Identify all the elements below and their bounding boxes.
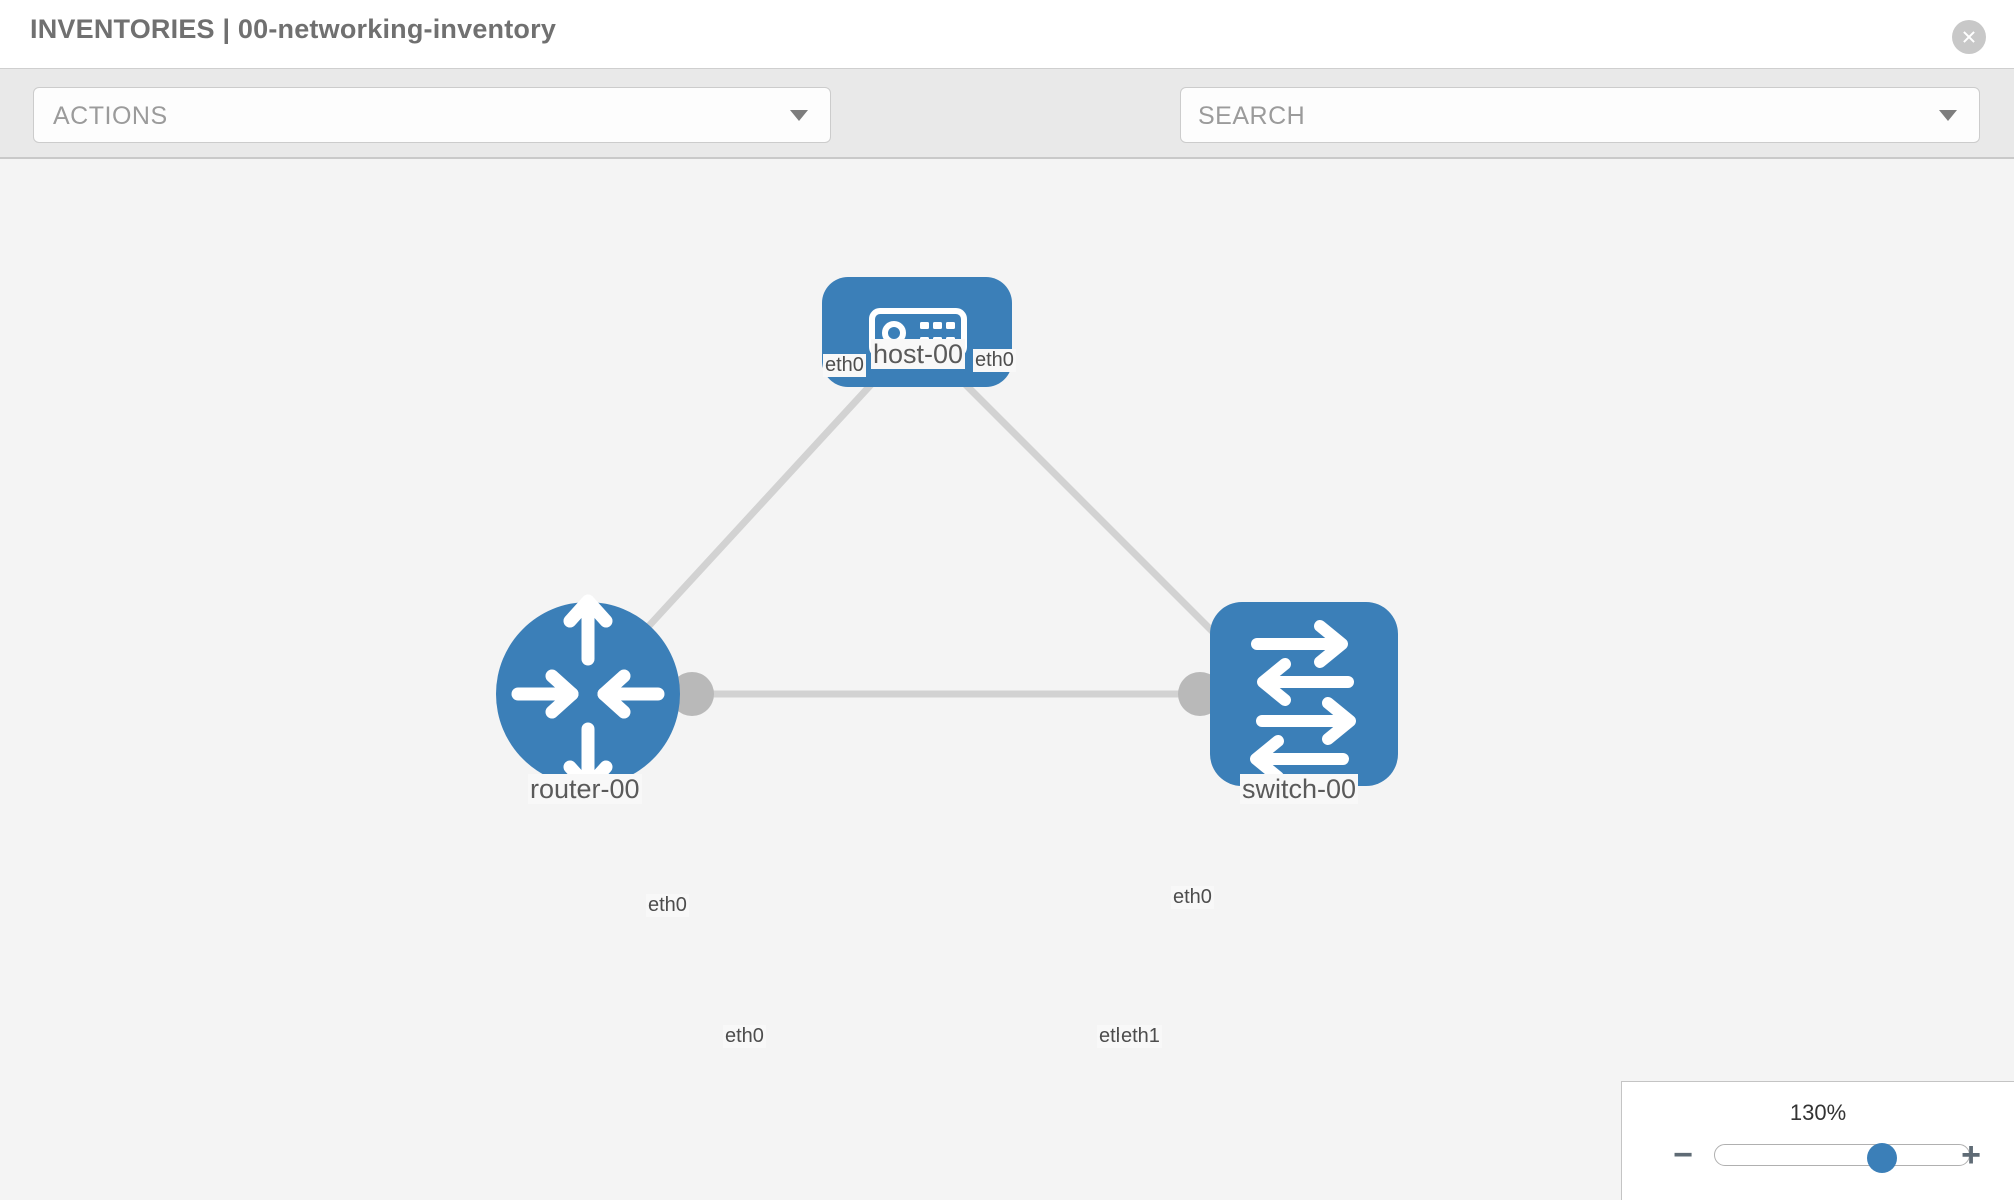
topology-links (597, 361, 1251, 698)
search-placeholder: SEARCH (1198, 102, 1306, 130)
topology-canvas[interactable]: host-00 router-00 switch-00 eth0 eth0 et… (0, 159, 2014, 1200)
search-input[interactable]: SEARCH (1180, 87, 1980, 143)
node-label-host-00[interactable]: host-00 (871, 339, 966, 369)
chevron-down-icon[interactable] (1939, 110, 1957, 121)
page-header: INVENTORIES | 00-networking-inventory (0, 0, 2014, 68)
zoom-control-panel: 130% − + (1621, 1081, 2014, 1200)
actions-dropdown[interactable]: ACTIONS (33, 87, 831, 143)
zoom-slider-thumb[interactable] (1867, 1143, 1897, 1173)
node-label-switch-00[interactable]: switch-00 (1240, 774, 1359, 804)
topology-toolbar: ACTIONS SEARCH (0, 68, 2014, 195)
close-icon[interactable] (1952, 20, 1986, 54)
iface-label-switch00-left: eth1 (1119, 1025, 1162, 1048)
node-switch-00 (1210, 602, 1398, 786)
chevron-down-icon (790, 110, 808, 121)
iface-label-router00-right: eth0 (723, 1025, 766, 1048)
link-host00-switch00 (942, 361, 1251, 670)
zoom-in-button[interactable]: + (1961, 1136, 1981, 1174)
topology-graph (496, 277, 1398, 794)
switch-arrows-icon (1250, 620, 1356, 783)
page-title: INVENTORIES | 00-networking-inventory (30, 14, 557, 44)
iface-label-router00-up: eth0 (646, 894, 689, 917)
port-router00-right (670, 672, 714, 716)
iface-label-host00-right: eth0 (973, 349, 1016, 372)
node-label-router-00[interactable]: router-00 (528, 774, 642, 804)
iface-label-switch00-up: eth0 (1171, 886, 1214, 909)
iface-label-host00-left: eth0 (823, 354, 866, 377)
zoom-out-button[interactable]: − (1673, 1136, 1693, 1174)
topology-connectors (670, 333, 1260, 716)
zoom-slider[interactable] (1714, 1143, 1970, 1173)
node-router-00 (496, 594, 680, 794)
zoom-slider-row: − + (1622, 1138, 2014, 1178)
zoom-percent-label: 130% (1789, 1100, 1847, 1125)
actions-dropdown-label: ACTIONS (53, 102, 168, 130)
